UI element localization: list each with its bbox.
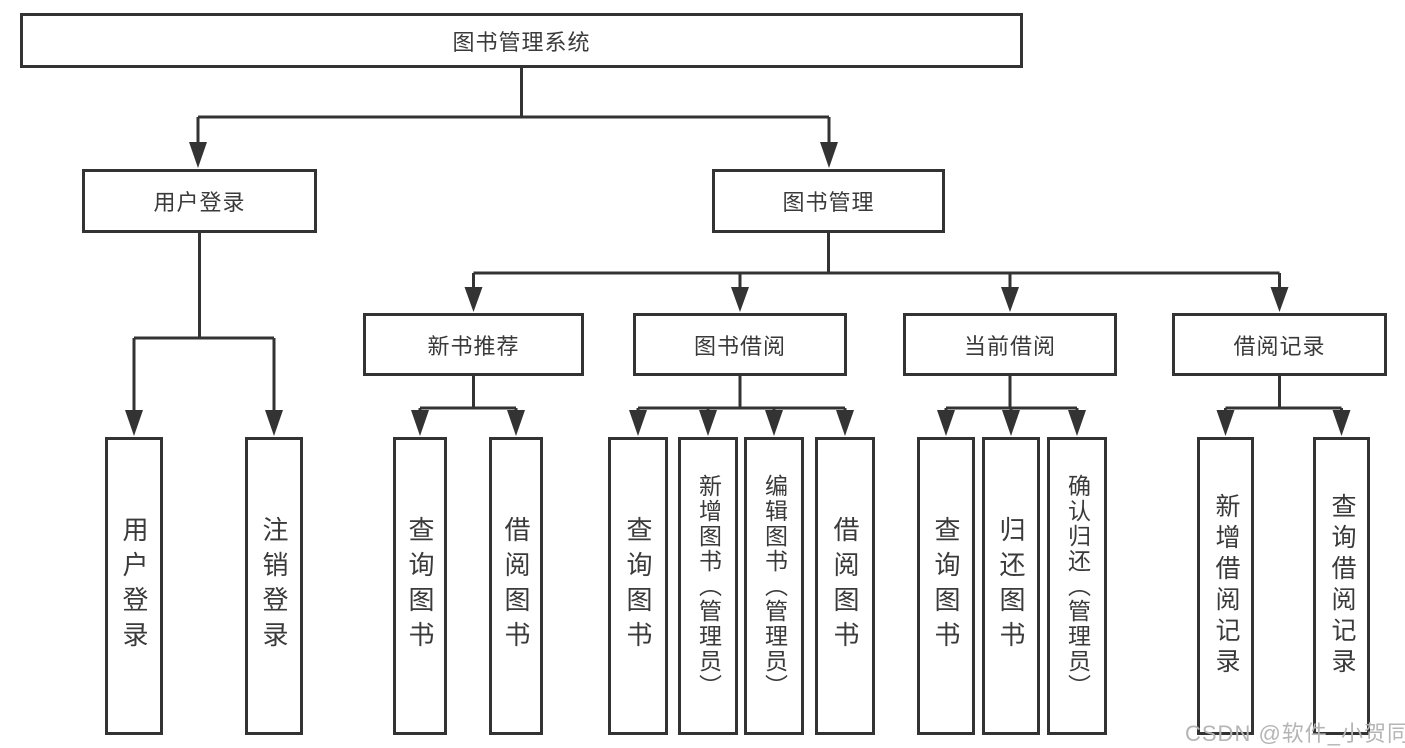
node-leaf-return-book: 归还图书 — [982, 437, 1040, 735]
node-current-borrow-label: 当前借阅 — [963, 333, 1056, 359]
node-leaf-logout: 注销登录 — [245, 437, 303, 735]
node-leaf-query-borrow-record: 查询借阅记录 — [1313, 437, 1370, 735]
node-leaf-borrow-query-book: 查询图书 — [608, 437, 668, 735]
node-user-login: 用户登录 — [82, 169, 317, 233]
leaf-label: 新增图书（管理员） — [695, 473, 722, 699]
node-leaf-current-query-book: 查询图书 — [917, 437, 975, 735]
leaf-label: 注销登录 — [259, 516, 289, 656]
leaf-label: 确认归还（管理员） — [1064, 473, 1091, 699]
node-leaf-recommend-query-book: 查询图书 — [393, 437, 447, 735]
node-book-borrow-label: 图书借阅 — [693, 333, 786, 359]
leaf-label: 编辑图书（管理员） — [761, 473, 788, 699]
arrowheads — [125, 142, 1351, 436]
leaf-label: 查询图书 — [623, 516, 653, 656]
node-leaf-borrow-book: 借阅图书 — [815, 437, 875, 735]
node-leaf-confirm-return-admin: 确认归还（管理员） — [1047, 437, 1107, 735]
leaf-label: 查询图书 — [405, 516, 435, 656]
leaf-label: 新增借阅记录 — [1212, 493, 1240, 679]
leaf-label: 借阅图书 — [830, 516, 860, 656]
leaf-label: 查询借阅记录 — [1328, 493, 1356, 679]
node-user-login-label: 用户登录 — [153, 190, 246, 215]
node-new-book-recommend-label: 新书推荐 — [427, 333, 520, 359]
node-new-book-recommend: 新书推荐 — [363, 313, 584, 376]
node-leaf-user-login: 用户登录 — [105, 437, 163, 735]
leaf-label: 归还图书 — [996, 516, 1026, 656]
csdn-watermark: CSDN @软件_小贺同学 — [1185, 721, 1405, 746]
leaf-label: 借阅图书 — [501, 516, 531, 656]
node-borrow-records: 借阅记录 — [1172, 313, 1387, 376]
node-current-borrow: 当前借阅 — [903, 313, 1117, 376]
node-leaf-add-book-admin: 新增图书（管理员） — [678, 437, 738, 735]
leaf-label: 用户登录 — [119, 516, 149, 656]
node-leaf-add-borrow-record: 新增借阅记录 — [1197, 437, 1254, 735]
node-leaf-recommend-borrow-book: 借阅图书 — [489, 437, 543, 735]
node-library-system-label: 图书管理系统 — [452, 29, 591, 55]
leaf-label: 查询图书 — [931, 516, 961, 656]
node-book-management-label: 图书管理 — [782, 190, 875, 215]
node-library-system: 图书管理系统 — [20, 13, 1023, 68]
node-leaf-edit-book-admin: 编辑图书（管理员） — [744, 437, 804, 735]
node-borrow-records-label: 借阅记录 — [1233, 333, 1326, 359]
node-book-management: 图书管理 — [712, 169, 945, 233]
node-book-borrow: 图书借阅 — [633, 313, 847, 376]
